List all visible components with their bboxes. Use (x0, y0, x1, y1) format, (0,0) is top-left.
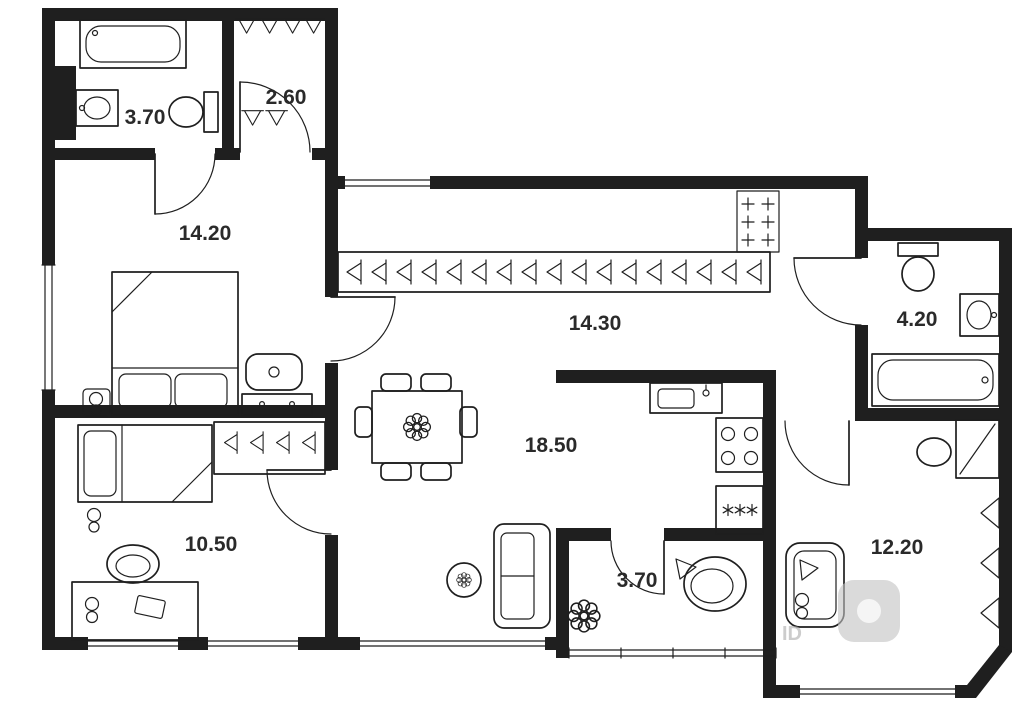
asterisk-icon (722, 503, 734, 517)
room-area-bedroom-master: 14.20 (179, 222, 232, 245)
hanger-icon (223, 431, 238, 454)
sofa (493, 523, 551, 629)
dining-table (354, 373, 478, 481)
balcony-glazing (568, 647, 777, 659)
window-living-room (359, 637, 546, 650)
room-area-wardrobe: 2.60 (266, 86, 307, 109)
hanger-icon (646, 259, 662, 285)
window-bedroom-second-2 (207, 637, 299, 650)
hanger-icon (496, 259, 512, 285)
stove (715, 417, 764, 473)
plant-icon (567, 599, 601, 633)
bay-wall (967, 645, 1012, 698)
window-corridor-top (344, 176, 431, 189)
balcony-armchair (675, 556, 747, 612)
watermark-logo (838, 580, 900, 642)
watermark: ID (782, 580, 900, 645)
balcony-plant (567, 599, 601, 633)
room-area-bathroom: 4.20 (897, 308, 938, 331)
asterisk-icon (746, 503, 758, 517)
hanger-icon (521, 259, 537, 285)
hanger-icon (275, 431, 290, 454)
wardrobe-hangers (235, 18, 325, 126)
walls (42, 8, 1012, 698)
bathtub (871, 353, 1000, 407)
hanger-icon (546, 259, 562, 285)
casement-window-icons (980, 497, 1000, 629)
nightstand-master (82, 388, 111, 417)
hanger-icon (346, 259, 362, 285)
hanger-icon (396, 259, 412, 285)
room-labels: 3.70 2.60 14.20 14.30 4.20 18.50 10.50 3… (125, 86, 938, 592)
hanger-icon (721, 259, 737, 285)
door-balcony (610, 540, 665, 595)
bench (245, 353, 303, 391)
watermark-text: ID (782, 623, 802, 645)
plant-icon (456, 572, 472, 588)
dresser (241, 393, 313, 416)
room-area-bedroom-second: 10.50 (185, 533, 238, 556)
desk-chair-third (916, 437, 952, 467)
hanger-icon (265, 110, 288, 126)
hanger-icon (301, 431, 316, 454)
door-bedroom-second (266, 469, 332, 535)
hanger-icon (249, 431, 264, 454)
bathtub-small (79, 19, 187, 69)
room-area-balcony: 3.70 (617, 569, 658, 592)
plant-icon (402, 412, 432, 442)
door-bedroom-third (784, 420, 850, 486)
armchair-third (785, 542, 845, 628)
hanger-icon (371, 259, 387, 285)
door-bedroom-master (330, 296, 396, 362)
room-area-hallway: 14.30 (569, 312, 622, 335)
plus-icon (761, 215, 775, 229)
bed-master (111, 271, 239, 416)
hanger-icon (746, 259, 762, 285)
desk-chair-second (106, 544, 160, 584)
door-bathroom-small (154, 153, 216, 215)
sink (959, 293, 1000, 337)
toilet-small (168, 91, 219, 133)
room-area-bedroom-third: 12.20 (871, 536, 924, 559)
hanger-icon (671, 259, 687, 285)
window-bedroom-second-1 (87, 637, 179, 650)
desk-third (955, 419, 1000, 479)
wall-pier (42, 66, 76, 140)
plus-icon (761, 233, 775, 247)
wardrobe-second (213, 421, 326, 475)
watermark-logo-dot (857, 599, 881, 623)
hanger-icon (696, 259, 712, 285)
bed-second (77, 424, 213, 503)
plus-icon (741, 233, 755, 247)
doors (154, 81, 862, 595)
plus-icon (741, 215, 755, 229)
ventilation-shaft (736, 190, 780, 253)
hall-wardrobe (337, 251, 771, 293)
windows (41, 176, 1000, 698)
window-left-bay (41, 264, 56, 391)
hanger-icon (596, 259, 612, 285)
hanger-icon (241, 110, 264, 126)
door-wardrobe (239, 81, 311, 153)
hanger-icon (421, 259, 437, 285)
side-table (446, 562, 482, 598)
window-bedroom-third (799, 685, 956, 698)
kitchen-appliance (715, 485, 764, 535)
hanger-icon (446, 259, 462, 285)
plus-icon (741, 197, 755, 211)
toilet (897, 242, 939, 292)
plus-icon (761, 197, 775, 211)
nightstand-second (86, 507, 102, 533)
asterisk-icon (734, 503, 746, 517)
hanger-icon (621, 259, 637, 285)
room-area-bathroom-small: 3.70 (125, 106, 166, 129)
door-bathroom (793, 257, 862, 326)
kitchen-sink (649, 382, 723, 414)
hanger-icon (571, 259, 587, 285)
desk-second (71, 581, 199, 641)
room-area-kitchen-living: 18.50 (525, 434, 578, 457)
sink-small (75, 89, 119, 127)
hanger-icon (471, 259, 487, 285)
